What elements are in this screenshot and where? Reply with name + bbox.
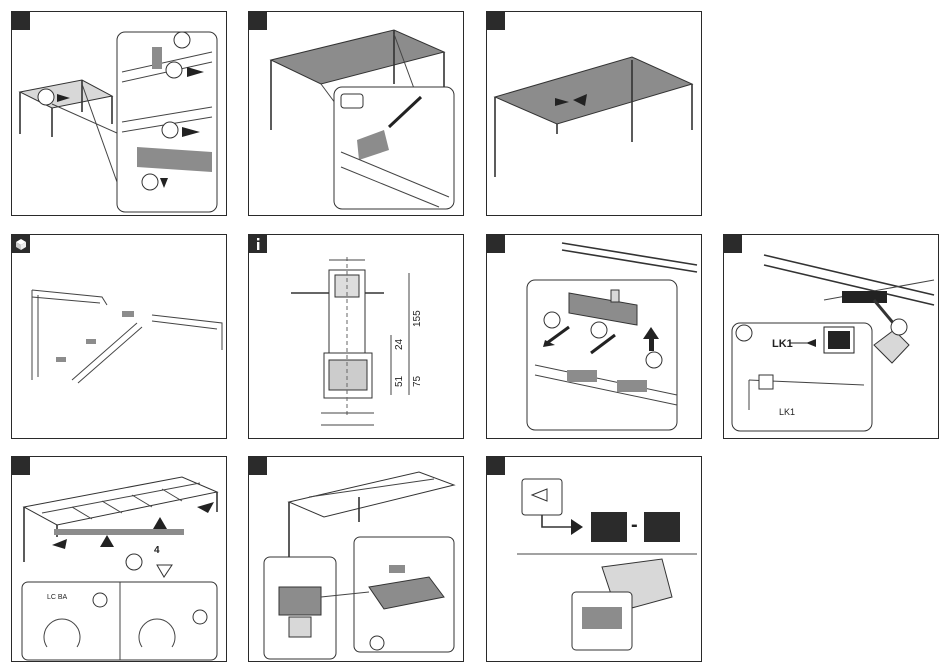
label-lk1-dimension: LK1	[779, 407, 795, 417]
dimension-4: 4	[154, 545, 160, 556]
step-panel-2	[248, 11, 464, 216]
step-panel-3	[486, 11, 702, 216]
parts-illustration	[12, 235, 227, 439]
sensor-adjustment-illustration	[487, 457, 702, 662]
dim-75: 75	[412, 376, 423, 387]
pergola-illustration	[487, 12, 702, 216]
step-panel-7: LK1 LK1	[723, 234, 939, 439]
rail-illustration	[487, 235, 702, 439]
step-panel-10: -	[486, 456, 702, 662]
dim-155: 155	[412, 310, 423, 327]
value-box-max	[644, 512, 680, 542]
pergola-detail-illustration	[249, 457, 464, 662]
step-panel-8: 4 LC BA	[11, 456, 227, 662]
range-dash: -	[631, 514, 638, 537]
pergola-louvres-illustration	[12, 457, 227, 662]
callout-text: LC BA	[47, 594, 67, 601]
step-panel-1	[11, 11, 227, 216]
info-panel-dimensions: 155 24 51 75	[248, 234, 464, 439]
key-icon	[874, 330, 909, 363]
step-panel-parts	[11, 234, 227, 439]
dim-24: 24	[394, 339, 405, 350]
callout-circle	[38, 89, 54, 105]
step-panel-6	[486, 234, 702, 439]
value-box-min	[591, 512, 627, 542]
profile-cross-section	[249, 235, 464, 439]
pergola-illustration	[12, 12, 227, 216]
step-panel-9	[248, 456, 464, 662]
key-adjustment-illustration	[724, 235, 939, 439]
dim-51: 51	[394, 376, 405, 387]
label-lk1: LK1	[772, 338, 793, 350]
pergola-illustration	[249, 12, 464, 216]
screwdriver-icon	[341, 94, 363, 108]
